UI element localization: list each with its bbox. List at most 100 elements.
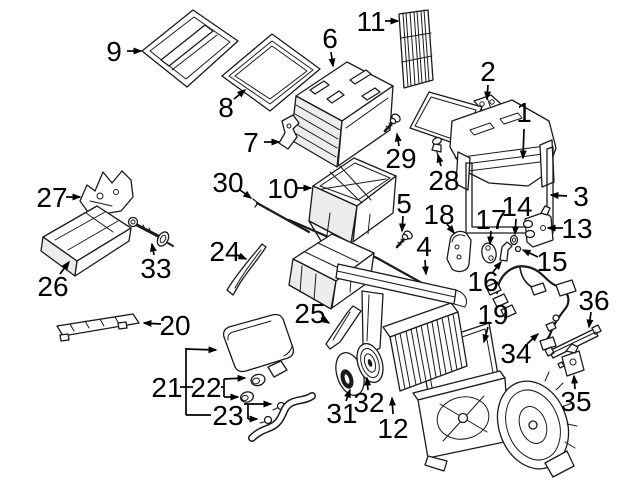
part-16-bracket — [499, 241, 513, 262]
callout-33: 33 — [140, 242, 172, 284]
leader-arrow — [487, 230, 495, 246]
callout-28: 28 — [428, 153, 460, 196]
part-5-screw — [395, 230, 413, 249]
part-number-label: 21 — [151, 372, 182, 403]
part-number-label: 22 — [190, 372, 221, 403]
callout-24: 24 — [209, 236, 248, 267]
callout-7: 7 — [243, 127, 281, 158]
leader-arrow — [236, 252, 248, 260]
callout-14: 14 — [501, 191, 533, 236]
part-27-bracket — [79, 170, 134, 215]
leader-arrow — [364, 376, 372, 391]
part-34-wiring-harness — [485, 265, 577, 351]
leader-arrow — [421, 259, 429, 276]
part-number-label: 5 — [396, 188, 412, 219]
part-22-grommets — [239, 373, 266, 403]
part-number-label: 11 — [356, 6, 385, 37]
leader-arrow — [344, 388, 351, 402]
callout-15: 15 — [521, 246, 568, 277]
callout-2: 2 — [480, 56, 496, 101]
parts-layer — [40, 9, 602, 478]
callout-31: 31 — [326, 388, 358, 429]
callout-16: 16 — [467, 260, 502, 297]
part-number-label: 6 — [322, 23, 338, 54]
part-number-label: 1 — [516, 97, 532, 128]
callout-35: 35 — [560, 374, 592, 417]
part-14-15-rings — [509, 234, 522, 253]
part-number-label: 27 — [36, 182, 67, 213]
part-number-label: 9 — [106, 36, 122, 67]
part-9-cover-frame — [141, 9, 239, 88]
part-number-label: 31 — [326, 398, 357, 429]
part-13-actuator — [522, 205, 554, 248]
part-number-label: 3 — [573, 181, 589, 212]
part-number-label: 34 — [500, 338, 531, 369]
callout-22: 22 — [190, 372, 247, 403]
part-number-label: 36 — [578, 285, 609, 316]
callout-10: 10 — [267, 173, 313, 204]
leader-arrow — [521, 249, 539, 258]
leader-arrow — [519, 128, 527, 160]
part-number-label: 23 — [212, 400, 243, 431]
leader-arrow — [328, 51, 336, 68]
leader-arrow — [399, 215, 406, 233]
leader-arrow — [388, 396, 396, 415]
part-number-label: 25 — [294, 298, 325, 329]
callout-27: 27 — [36, 182, 82, 213]
part-number-label: 20 — [159, 310, 190, 341]
leader-arrow — [492, 260, 502, 273]
callout-3: 3 — [549, 181, 589, 212]
part-number-label: 29 — [385, 143, 416, 174]
part-number-label: 13 — [561, 213, 592, 244]
callout-17: 17 — [475, 204, 507, 246]
leader-arrow — [482, 326, 490, 344]
part-number-label: 4 — [416, 231, 432, 262]
part-26-tray — [40, 205, 132, 277]
leader-arrow — [233, 89, 247, 100]
callout-5: 5 — [396, 188, 412, 233]
part-35-motor — [557, 343, 585, 377]
callout-18: 18 — [423, 199, 455, 235]
leader-arrow — [149, 242, 157, 256]
part-number-label: 7 — [243, 127, 259, 158]
lower-case-assembly — [288, 233, 468, 353]
part-36-bar — [544, 324, 602, 359]
callout-25: 25 — [294, 298, 331, 329]
part-20-strip — [56, 313, 140, 342]
part-30-rod — [252, 198, 311, 234]
part-number-label: 32 — [353, 387, 384, 418]
part-number-label: 18 — [423, 199, 454, 230]
leader-arrow — [549, 191, 568, 199]
callout-8: 8 — [218, 89, 247, 123]
leader-arrow — [484, 84, 492, 101]
part-number-label: 28 — [428, 165, 459, 196]
part-21-door-flap — [222, 313, 295, 378]
part-number-label: 26 — [37, 271, 68, 302]
leader-arrow — [446, 223, 455, 235]
callout-29: 29 — [385, 132, 417, 174]
leader-arrow — [436, 153, 444, 167]
leader-arrow — [586, 311, 594, 329]
callout-11: 11 — [356, 6, 400, 37]
callout-19: 19 — [477, 299, 509, 344]
part-3-seal — [465, 146, 554, 234]
leader-arrow — [185, 346, 218, 354]
callout-32: 32 — [353, 376, 385, 418]
part-28-push-pin — [431, 136, 443, 157]
part-32-seal-disc — [356, 342, 384, 384]
callout-1: 1 — [516, 97, 532, 160]
leader-arrow — [526, 332, 540, 345]
leader-arrow — [512, 218, 519, 236]
leader-arrow — [320, 316, 331, 324]
part-number-label: 33 — [140, 253, 171, 284]
part-number-label: 8 — [218, 92, 234, 123]
part-number-label: 2 — [480, 56, 496, 87]
part-number-label: 17 — [475, 204, 506, 235]
part-number-label: 30 — [212, 167, 243, 198]
leader-arrow — [59, 260, 70, 275]
part-25-strip — [325, 305, 362, 350]
callout-23: 23 — [212, 400, 273, 431]
part-number-label: 24 — [209, 236, 240, 267]
